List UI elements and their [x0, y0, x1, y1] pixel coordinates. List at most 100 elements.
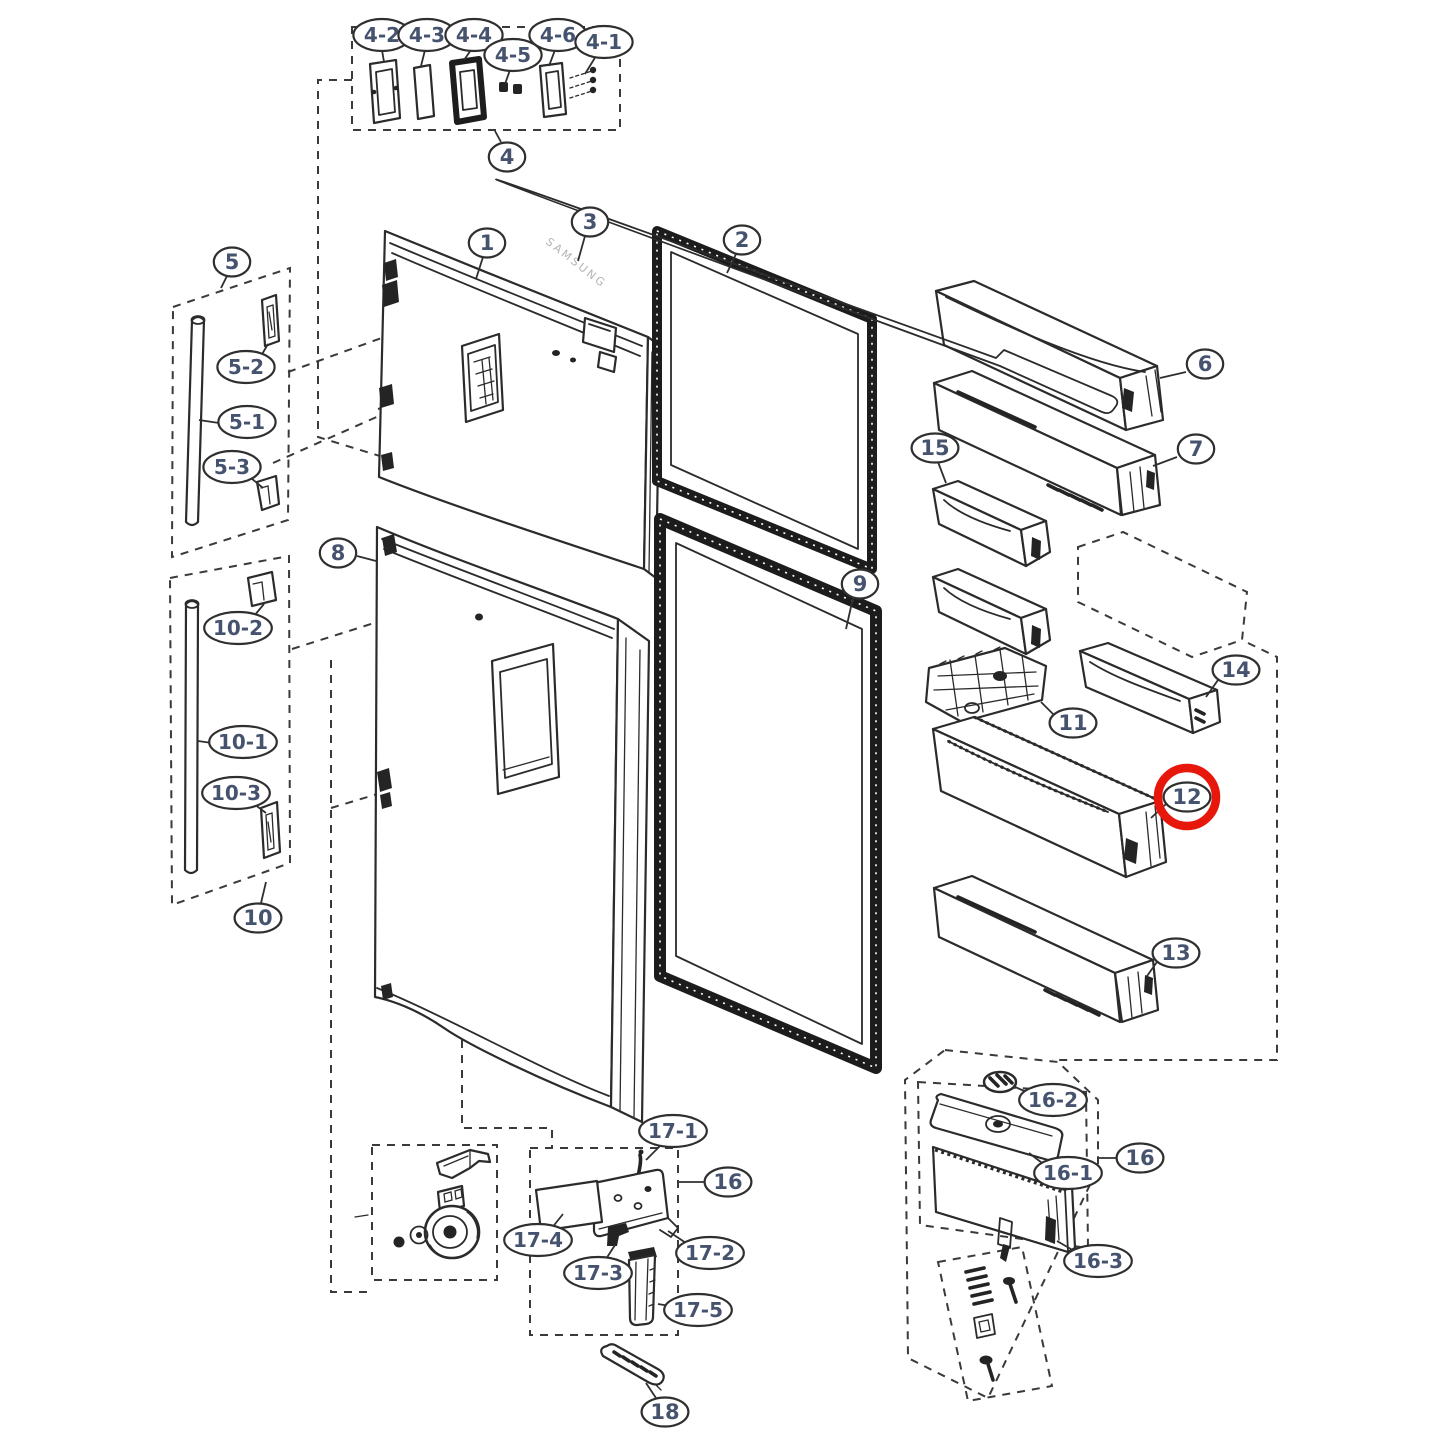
svg-text:10-3: 10-3 — [211, 781, 261, 805]
control-panel-recess — [460, 332, 505, 424]
callout-18: 18 — [640, 1382, 690, 1428]
upper-gasket — [652, 226, 877, 574]
group-box-roller — [371, 1144, 498, 1281]
callout-11: 11 — [1040, 701, 1098, 739]
callout-16-3: 16-3 — [1056, 1240, 1133, 1279]
part-group-4 — [368, 56, 597, 125]
part-4-4-frame — [449, 56, 487, 125]
part-17-2-bracket — [592, 1168, 679, 1238]
callout-10-1: 10-1 — [197, 724, 278, 760]
roller-bracket — [435, 1148, 492, 1180]
svg-text:5-3: 5-3 — [214, 455, 250, 479]
callout-1: 1 — [467, 227, 507, 280]
svg-text:5-2: 5-2 — [228, 355, 264, 379]
svg-text:16-1: 16-1 — [1043, 1161, 1093, 1185]
svg-text:10-1: 10-1 — [218, 730, 268, 754]
callout-4-3: 4-3 — [397, 17, 457, 67]
part-17-5-duct — [627, 1247, 657, 1327]
door-bin-6 — [495, 178, 1165, 432]
callout-5: 5 — [212, 246, 252, 289]
svg-text:4-3: 4-3 — [409, 23, 445, 47]
svg-text:10-2: 10-2 — [213, 616, 263, 640]
callout-17-3: 17-3 — [563, 1244, 633, 1291]
svg-text:16: 16 — [1125, 1146, 1154, 1170]
group-box-5 — [170, 266, 292, 559]
part-5-3-bracket — [255, 474, 281, 512]
handle-group-5 — [184, 293, 281, 527]
svg-text:14: 14 — [1221, 658, 1250, 682]
svg-text:15: 15 — [920, 436, 949, 460]
handle-group-10 — [183, 570, 282, 875]
part-17-4-panel — [534, 1179, 604, 1233]
group-box-10 — [168, 554, 292, 907]
lower-door — [373, 525, 651, 1124]
svg-text:5: 5 — [225, 250, 240, 274]
callout-10-3: 10-3 — [201, 775, 271, 814]
group-box-16-screws — [936, 1245, 1054, 1403]
roller-washer — [393, 1236, 405, 1248]
door-bin-14 — [1078, 641, 1222, 735]
callout-5-1: 5-1 — [198, 404, 277, 440]
callout-10: 10 — [233, 881, 283, 934]
door-shelf-7 — [932, 369, 1162, 517]
callout-4-6: 4-6 — [528, 17, 588, 67]
callout-5-3: 5-3 — [202, 449, 264, 489]
roller-group — [354, 1148, 492, 1260]
part-4-5-button — [499, 82, 508, 92]
callout-17-5: 17-5 — [657, 1292, 733, 1328]
callout-17-1: 17-1 — [638, 1113, 708, 1161]
svg-text:7: 7 — [1189, 437, 1204, 461]
svg-text:12: 12 — [1172, 785, 1201, 809]
callout-4-2: 4-2 — [352, 17, 412, 63]
door-handle-cap — [581, 316, 618, 374]
callout-4-4: 4-4 — [444, 17, 504, 61]
tank-screws — [964, 1266, 1018, 1382]
part-16-1-lid — [929, 1092, 1064, 1162]
part-4-3-plate — [412, 63, 436, 121]
callout-16: 16 — [679, 1166, 753, 1198]
svg-text:4-6: 4-6 — [540, 23, 576, 47]
callout-7: 7 — [1152, 433, 1216, 467]
group-box-16-outer — [903, 1048, 1099, 1400]
svg-text:17-1: 17-1 — [648, 1119, 698, 1143]
svg-text:4-2: 4-2 — [364, 23, 400, 47]
lower-gasket — [654, 513, 882, 1074]
svg-text:16-2: 16-2 — [1028, 1088, 1078, 1112]
roller-ring — [409, 1225, 429, 1245]
svg-text:17-3: 17-3 — [573, 1261, 623, 1285]
callout-16-1: 16-1 — [1028, 1152, 1103, 1191]
svg-text:8: 8 — [331, 541, 346, 565]
callout-12: 12 — [1150, 763, 1221, 831]
callout-4-1: 4-1 — [574, 24, 634, 75]
callout-5-2: 5-2 — [216, 343, 276, 385]
small-bin-15b — [931, 567, 1052, 656]
bracket-group-17 — [534, 1149, 679, 1327]
callout-14: 14 — [1205, 654, 1261, 698]
svg-text:3: 3 — [583, 210, 598, 234]
highlight-ring — [1153, 763, 1221, 831]
part-17-3-clip — [607, 1223, 629, 1246]
callout-15: 15 — [910, 432, 960, 484]
svg-text:16: 16 — [713, 1170, 742, 1194]
hinge-lower — [382, 534, 397, 556]
callout-8: 8 — [318, 537, 377, 569]
callout-16-2: 16-2 — [1012, 1082, 1088, 1118]
svg-text:2: 2 — [735, 228, 750, 252]
part-10-2-cap — [246, 570, 278, 608]
svg-text:1: 1 — [480, 231, 495, 255]
svg-text:6: 6 — [1198, 352, 1213, 376]
small-bin-15a — [931, 479, 1052, 568]
callout-13: 13 — [1146, 937, 1201, 977]
svg-text:4-5: 4-5 — [495, 43, 531, 67]
door-shelf-13 — [932, 874, 1160, 1024]
callout-2: 2 — [722, 224, 762, 274]
svg-text:18: 18 — [650, 1400, 679, 1424]
svg-text:17-2: 17-2 — [685, 1241, 735, 1265]
samsung-watermark: SAMSUNG — [543, 235, 609, 290]
callout-4: 4 — [487, 130, 527, 173]
part-5-1-handle-bar — [184, 315, 206, 527]
callout-9: 9 — [840, 568, 880, 630]
